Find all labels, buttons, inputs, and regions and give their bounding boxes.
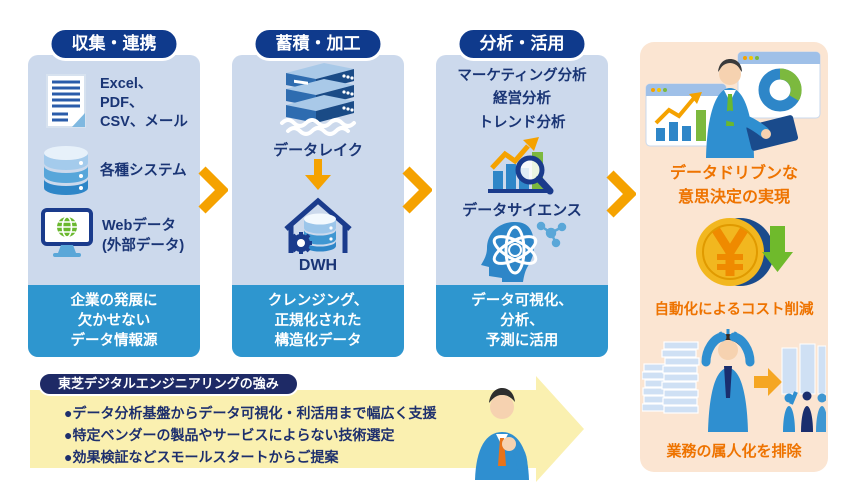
outcomes-panel: データドリブンな 意思決定の実現 自動化によるコスト削減 xyxy=(640,42,828,472)
chevron-right-icon xyxy=(198,166,230,219)
column-storage: 蓄積・加工 xyxy=(232,27,404,357)
column-storage-header: 蓄積・加工 xyxy=(252,27,384,61)
column-storage-footer: クレンジング、 正規化された 構造化データ xyxy=(232,285,404,357)
strengths-bullet-list: ●データ分析基盤からデータ可視化・利活用まで幅広く支援 ●特定ベンダーの製品やサ… xyxy=(64,402,436,468)
server-stack-icon xyxy=(274,59,362,144)
column-collection: 収集・連携 Excel、PDF、 CSV、メール xyxy=(28,27,200,357)
arrow-right-icon xyxy=(754,368,782,396)
strengths-banner: 東芝デジタルエンジニアリングの強み ●データ分析基盤からデータ可視化・利活用まで… xyxy=(30,372,590,484)
strengths-title-pill: 東芝デジタルエンジニアリングの強み xyxy=(38,372,299,396)
brain-atom-icon xyxy=(477,219,567,288)
source-web-row: Webデータ (外部データ) xyxy=(40,207,192,266)
column-analysis: 分析・活用 マーケティング分析 経営分析 トレンド分析 データサイエンス xyxy=(436,27,608,357)
column-analysis-footer: データ可視化、 分析、 予測に活用 xyxy=(436,285,608,357)
arrow-down-icon xyxy=(305,159,331,196)
source-files-label: Excel、PDF、 CSV、メール xyxy=(100,75,188,131)
yen-symbol xyxy=(712,227,748,276)
source-files-row: Excel、PDF、 CSV、メール xyxy=(40,73,192,134)
banner-arrow-shape xyxy=(30,376,584,482)
outcome-cost-label: 自動化によるコスト削減 xyxy=(654,302,814,318)
column-collection-header: 収集・連携 xyxy=(48,27,180,61)
consultant-figure-illustration xyxy=(468,386,536,485)
stressed-man-figure xyxy=(701,329,755,432)
database-icon xyxy=(40,141,92,202)
businessman-dashboards-illustration xyxy=(644,50,824,165)
yen-coin-cost-down-illustration xyxy=(672,212,798,299)
gear-icon xyxy=(290,232,312,254)
web-monitor-icon xyxy=(40,207,94,266)
chevron-right-icon xyxy=(402,166,434,219)
column-analysis-header: 分析・活用 xyxy=(456,27,588,61)
document-icon xyxy=(40,73,92,134)
chart-magnifier-icon xyxy=(485,135,559,202)
arrow-down-icon xyxy=(762,226,793,272)
data-lake-label: データレイク xyxy=(273,142,363,159)
bar-chart-window xyxy=(645,83,727,147)
team-figures xyxy=(783,391,828,432)
outcome-data-driven-label: データドリブンな 意思決定の実現 xyxy=(669,165,798,206)
source-systems-row: 各種システム xyxy=(40,141,192,202)
strengths-bullet: ●データ分析基盤からデータ可視化・利活用まで幅広く支援 xyxy=(64,405,437,421)
paper-piles xyxy=(641,341,700,414)
dwh-icon xyxy=(278,191,358,260)
data-science-label: データサイエンス xyxy=(462,202,582,219)
paper-towers xyxy=(781,343,827,395)
source-systems-label: 各種システム xyxy=(100,162,187,179)
dwh-label: DWH xyxy=(298,257,338,274)
outcome-depersonalize-label: 業務の属人化を排除 xyxy=(666,443,802,460)
column-collection-footer: 企業の発展に 欠かせない データ情報源 xyxy=(28,285,200,357)
donut-chart-window xyxy=(737,51,821,119)
businessman-figure xyxy=(706,59,799,158)
strengths-bullet: ●効果検証などスモールスタートからご提案 xyxy=(64,449,339,465)
analysis-types-text: マーケティング分析 経営分析 トレンド分析 xyxy=(457,68,587,131)
chevron-right-icon xyxy=(606,170,638,223)
source-web-label: Webデータ (外部データ) xyxy=(102,218,185,254)
strengths-bullet: ●特定ベンダーの製品やサービスによらない技術選定 xyxy=(64,427,395,443)
workload-distribution-illustration xyxy=(641,324,828,439)
molecule-icon xyxy=(536,221,567,248)
